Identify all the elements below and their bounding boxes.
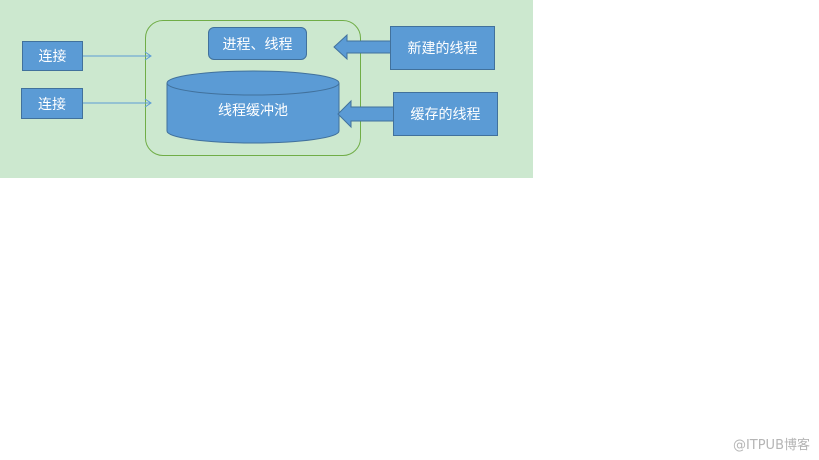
cached-thread-block-arrow	[337, 99, 395, 129]
connection-arrow-2	[83, 98, 152, 108]
thread-pool-cylinder	[166, 70, 340, 144]
connection-arrow-1	[83, 51, 152, 61]
thread-pool-label: 线程缓冲池	[218, 103, 288, 119]
connection-box-2: 连接	[21, 88, 83, 119]
new-thread-block-arrow	[333, 33, 392, 61]
process-thread-box: 进程、线程	[208, 27, 307, 60]
cached-thread-box: 缓存的线程	[393, 92, 498, 136]
connection-box-1: 连接	[22, 41, 83, 71]
watermark: @ITPUB博客	[732, 438, 810, 453]
new-thread-box: 新建的线程	[390, 26, 495, 70]
server-group-outline	[145, 20, 361, 156]
